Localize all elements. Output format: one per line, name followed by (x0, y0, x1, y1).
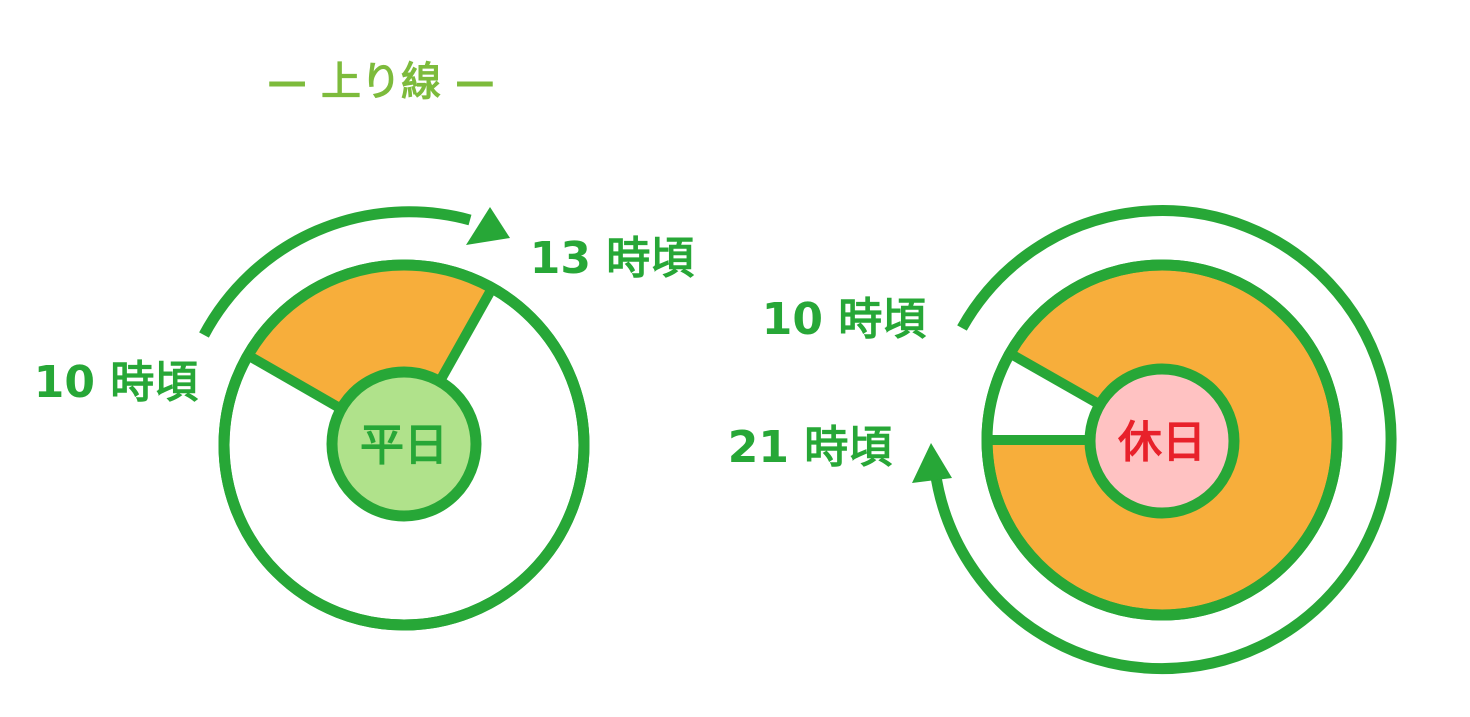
weekday-end-label: 13 時頃 (530, 233, 695, 284)
holiday-dial: 休日 10 時頃 21 時頃 (728, 205, 1397, 675)
diagram-title: — 上り線 — (267, 59, 495, 105)
weekday-crowded-sector (251, 266, 490, 445)
holiday-start-label: 10 時頃 (762, 294, 927, 345)
weekday-center-label: 平日 (360, 420, 448, 471)
weekday-arrowhead-icon (466, 207, 510, 245)
weekday-start-label: 10 時頃 (34, 357, 199, 408)
holiday-end-label: 21 時頃 (728, 422, 893, 473)
weekday-time-arrow (199, 206, 472, 338)
weekday-dial: 平日 10 時頃 13 時頃 (34, 206, 695, 631)
holiday-center-circle (1084, 363, 1240, 519)
holiday-center-label: 休日 (1117, 417, 1206, 468)
holiday-time-arrow (929, 205, 1397, 675)
weekday-center-circle (326, 366, 482, 522)
holiday-arrowhead-icon (912, 443, 952, 483)
